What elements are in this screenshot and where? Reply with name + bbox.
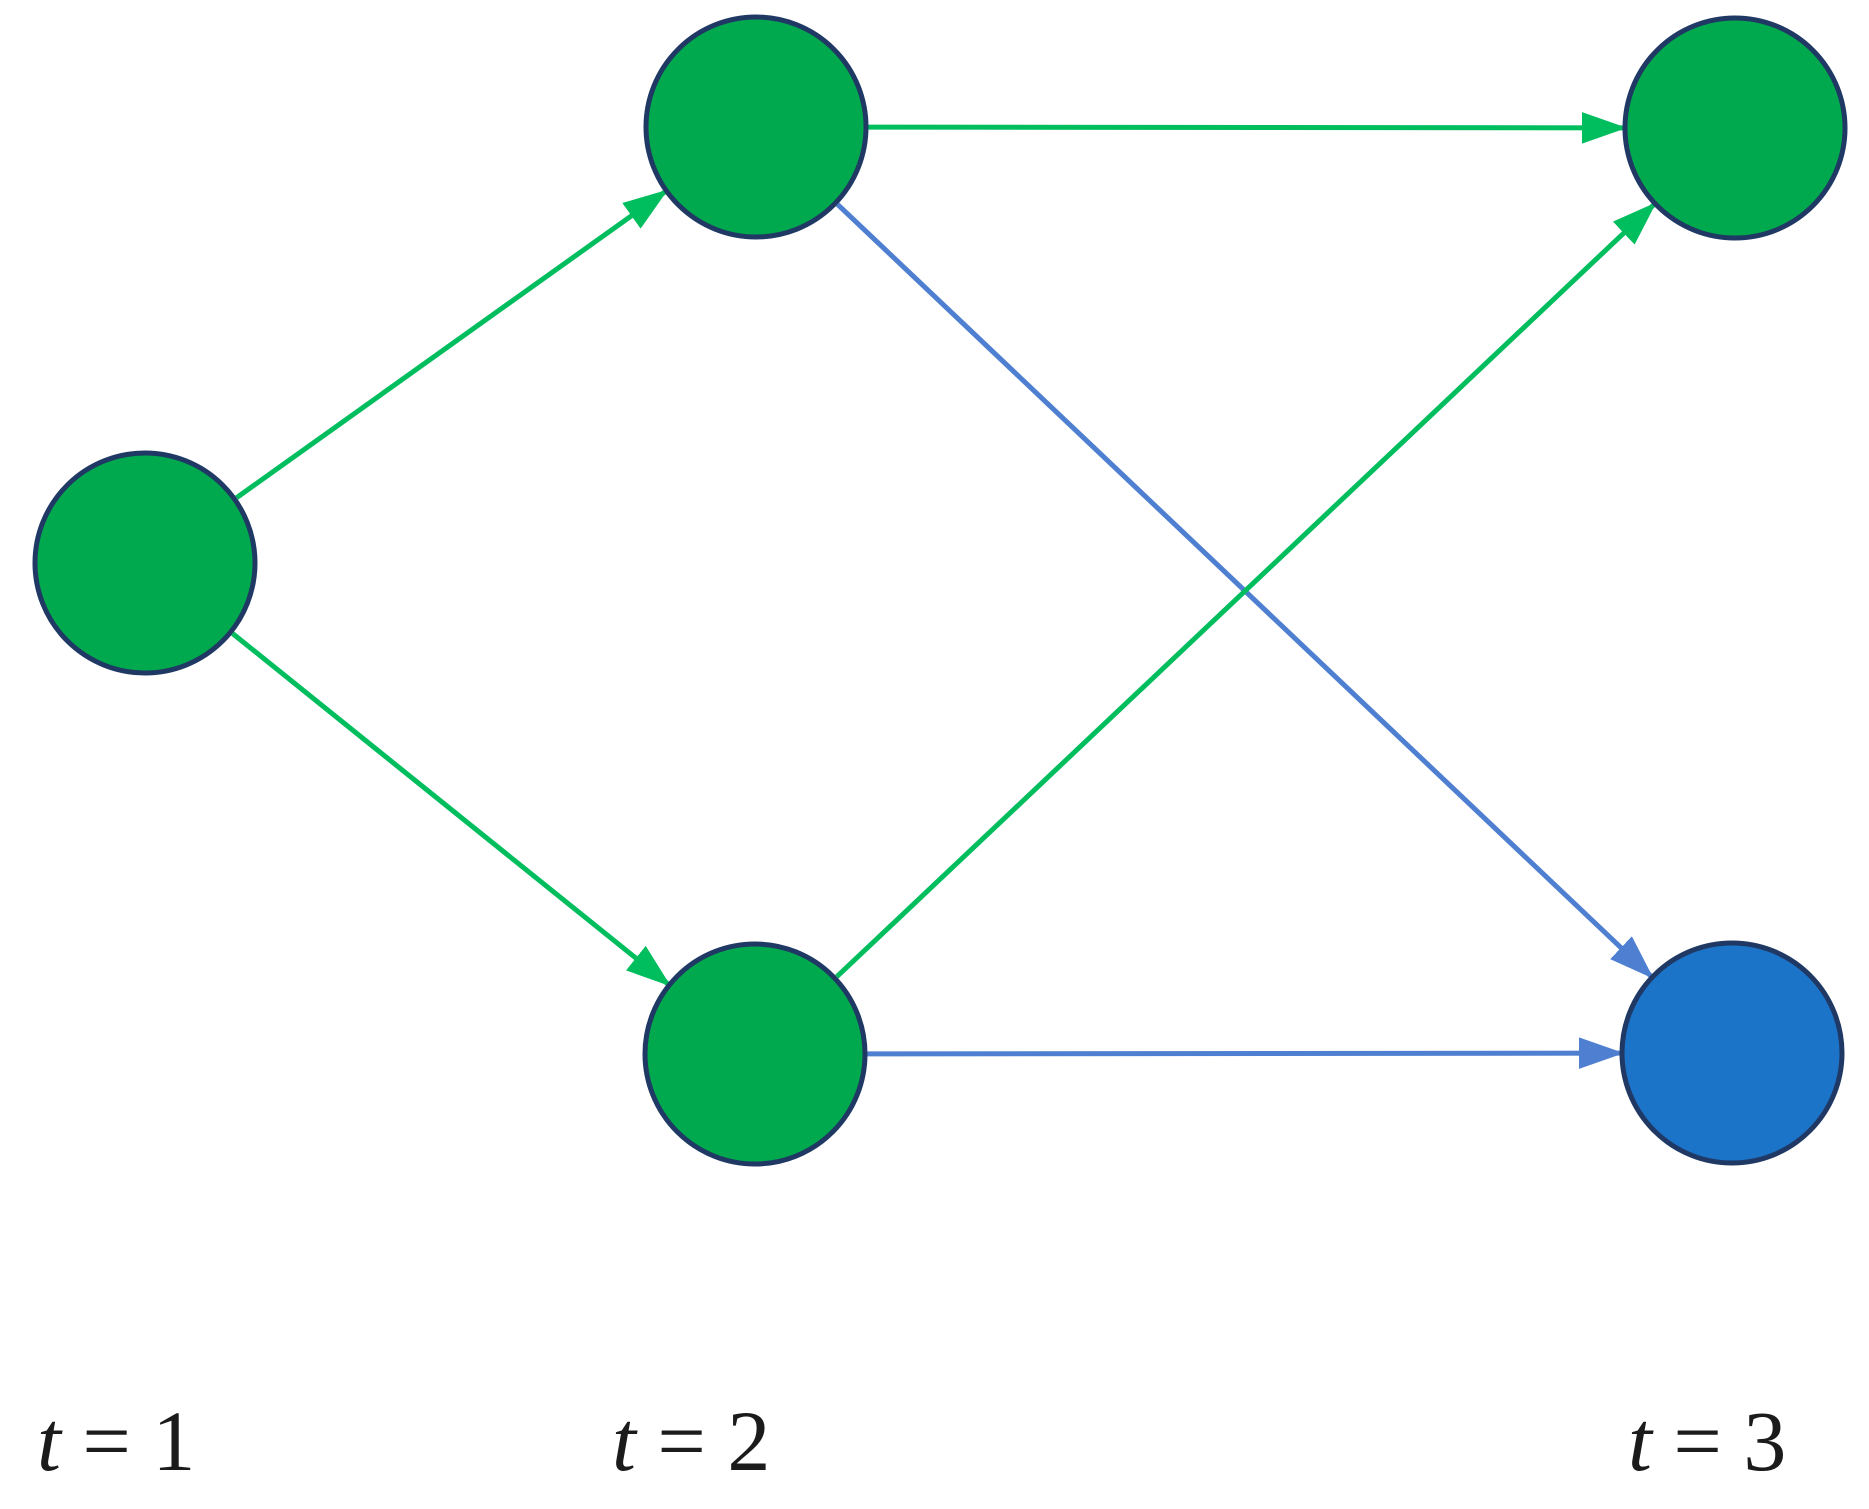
labels-layer: t = 1 t = 2 t = 3	[37, 1393, 1786, 1489]
edge-t2-bottom-to-t3-bottom	[867, 1037, 1624, 1069]
time-label-3: t = 3	[1628, 1393, 1786, 1489]
node-t2-bottom	[642, 941, 868, 1167]
time-label-2: t = 2	[612, 1393, 770, 1489]
edges-layer	[231, 112, 1657, 1069]
edge-t1-node-to-t2-top	[235, 189, 669, 500]
edge-t2-top-to-t3-top	[868, 112, 1627, 144]
node-t3-top	[1622, 15, 1848, 241]
edge-t2-bottom-to-t3-top	[835, 202, 1657, 979]
node-t1-node	[32, 450, 258, 676]
node-t2-top	[643, 14, 869, 240]
nodes-layer	[32, 14, 1848, 1167]
node-t3-bottom	[1619, 940, 1845, 1166]
time-label-1: t = 1	[37, 1393, 195, 1489]
edge-t1-node-to-t2-bottom	[231, 631, 671, 987]
